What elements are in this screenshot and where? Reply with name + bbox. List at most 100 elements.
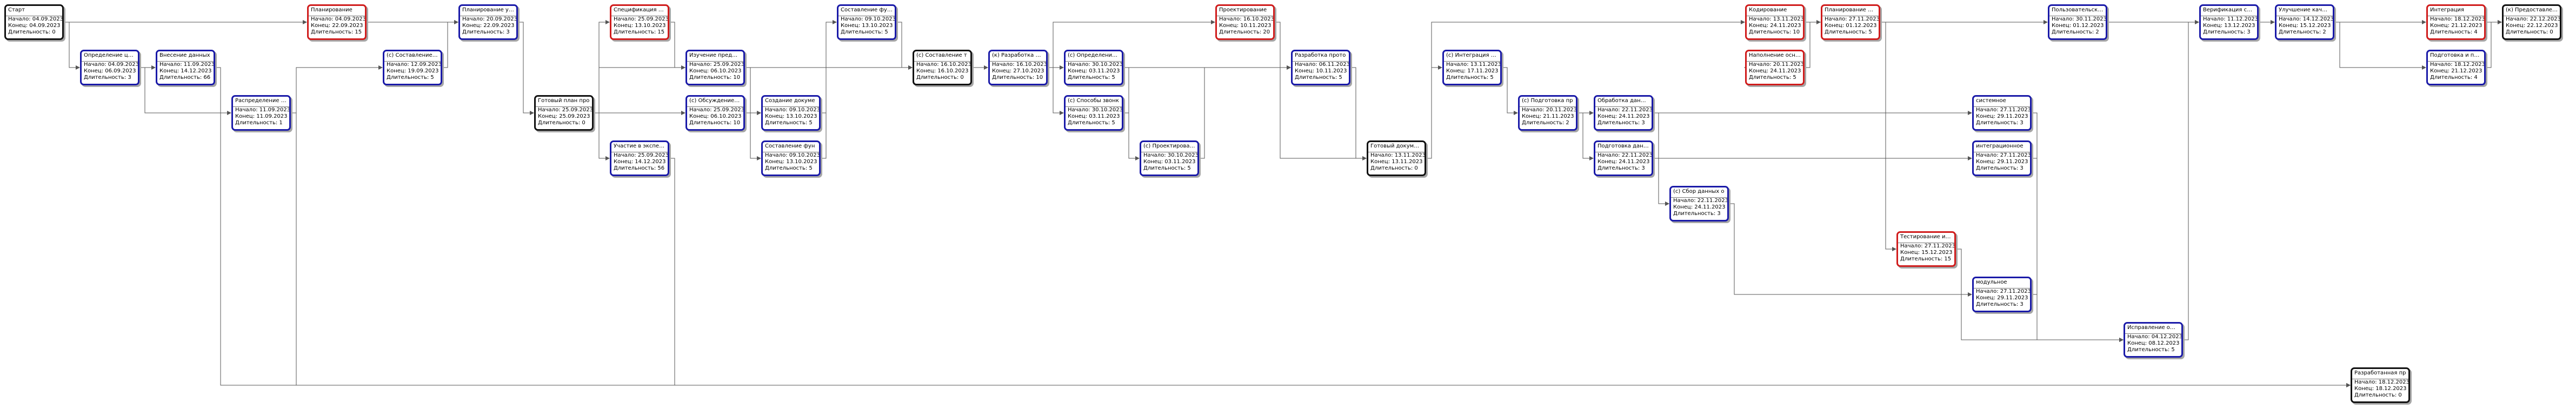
- task-start: Начало: 18.12.2023: [2430, 16, 2484, 22]
- task-title: Интеграция: [2428, 6, 2484, 16]
- dependency-arrow: [1123, 65, 1291, 113]
- dependency-arrow: [1350, 67, 1367, 160]
- task-end: Конец: 16.10.2023: [916, 68, 969, 74]
- dependency-arrow: [669, 22, 913, 70]
- task-duration: Длительность: 5: [1143, 165, 1191, 171]
- task-start: Начало: 18.12.2023: [2354, 379, 2408, 385]
- task-end: Конец: 14.12.2023: [159, 68, 212, 74]
- task-title: Планирование уче: [460, 6, 516, 16]
- dependency-arrow: [2032, 294, 2124, 342]
- task-end: Конец: 13.10.2023: [614, 23, 666, 29]
- dependency-arrow: [2032, 112, 2124, 342]
- dependency-arrow: [745, 112, 761, 160]
- task-duration: Длительность: 3: [1673, 211, 1721, 217]
- task-title: Определение целе: [82, 51, 138, 62]
- task-duration: Длительность: 10: [689, 120, 741, 126]
- task-duration: Длительность: 5: [1825, 29, 1872, 35]
- dependency-arrow: [1805, 20, 2048, 68]
- task-start: Начало: 16.10.2023: [1219, 16, 1273, 22]
- task-end: Конец: 27.10.2023: [992, 68, 1044, 74]
- task-start: Начало: 09.10.2023: [765, 107, 819, 113]
- task-end: Конец: 13.11.2023: [1370, 159, 1423, 165]
- task-start: Начало: 25.09.2023: [538, 107, 592, 113]
- task-title: (к) Разработка арх: [990, 51, 1046, 62]
- task-end: Конец: 21.12.2023: [2430, 23, 2482, 29]
- task-start: Начало: 04.09.2023: [311, 16, 365, 22]
- dependency-arrow: [1577, 112, 1594, 160]
- task-duration: Длительность: 5: [1446, 75, 1494, 80]
- task-start: Начало: 25.09.2023: [614, 152, 668, 158]
- task-title: Подготовка и пров: [2428, 51, 2484, 62]
- task-title: Разработка прото: [1293, 51, 1349, 62]
- task-title: Тестирование и от: [1898, 233, 1954, 243]
- task-end: Конец: 22.09.2023: [311, 23, 363, 29]
- task-duration: Длительность: 5: [1295, 75, 1342, 80]
- task-end: Конец: 08.12.2023: [2127, 340, 2180, 346]
- task-end: Конец: 24.11.2023: [1597, 113, 1650, 119]
- task-duration: Длительность: 2: [2279, 29, 2326, 35]
- task-title: (с) Проектировани: [1141, 142, 1197, 152]
- task-end: Конец: 11.09.2023: [235, 113, 288, 119]
- task-end: Конец: 01.12.2023: [1825, 23, 1877, 29]
- task-duration: Длительность: 20: [1219, 29, 1270, 35]
- task-end: Конец: 22.09.2023: [462, 23, 515, 29]
- dependency-arrow: [594, 65, 685, 113]
- task-start: Начало: 13.11.2023: [1749, 16, 1803, 22]
- task-start: Начало: 06.11.2023: [1295, 62, 1349, 68]
- task-title: Обработка данных: [1595, 97, 1652, 107]
- task-start: Начало: 22.11.2023: [1597, 107, 1652, 113]
- dependency-arrow: [1048, 20, 1215, 68]
- task-start: Начало: 30.10.2023: [1068, 107, 1122, 113]
- task-title: Разработанная пр: [2352, 369, 2408, 379]
- dependency-arrow: [2032, 158, 2124, 342]
- task-start: Начало: 30.10.2023: [1143, 152, 1197, 158]
- task-end: Конец: 24.11.2023: [1749, 23, 1801, 29]
- task-start: Начало: 11.12.2023: [2203, 16, 2257, 22]
- task-title: Спецификация тре: [611, 6, 668, 16]
- task-end: Конец: 01.12.2023: [2052, 23, 2104, 29]
